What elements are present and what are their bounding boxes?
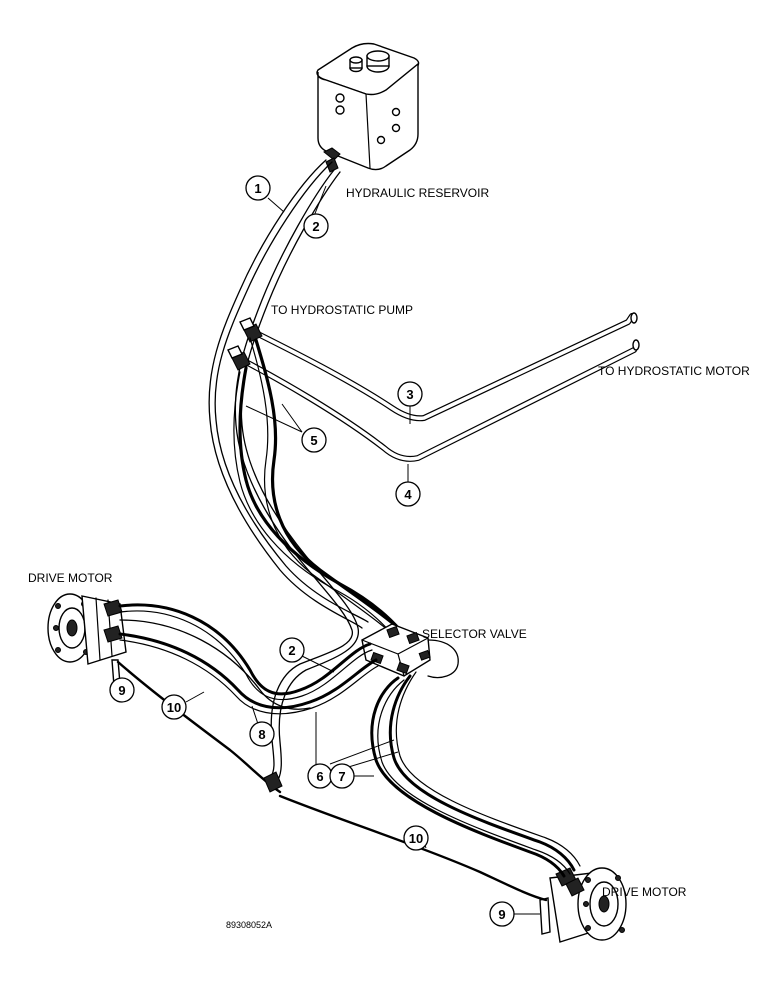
drive-motor-right (539, 867, 627, 943)
callout-1-number: 1 (254, 181, 261, 196)
pump-fittings (227, 317, 263, 371)
label-selector-valve: SELECTOR VALVE (422, 627, 527, 641)
hydraulic-reservoir (316, 42, 420, 173)
label-to-hydrostatic-motor: TO HYDROSTATIC MOTOR (598, 364, 750, 378)
callout-6-number: 6 (316, 769, 323, 784)
callout-10-left: 10 (161, 691, 205, 720)
callout-9-left-number: 9 (118, 683, 125, 698)
callout-8: 8 (249, 705, 275, 747)
callout-9-right: 9 (489, 901, 540, 927)
callout-3: 3 (397, 381, 423, 424)
callout-10-right-number: 10 (409, 831, 423, 846)
label-hydraulic-reservoir: HYDRAULIC RESERVOIR (346, 186, 489, 200)
callout-3-number: 3 (406, 387, 413, 402)
callout-2-mid: 2 (279, 637, 335, 673)
callout-9-left: 9 (109, 677, 135, 703)
callout-7: 7 (329, 763, 374, 789)
hoses-right-motor (370, 671, 581, 878)
label-drive-motor-left: DRIVE MOTOR (28, 571, 113, 585)
callout-10-right: 10 (403, 825, 429, 851)
callout-2-mid-number: 2 (288, 643, 295, 658)
selector-valve (361, 623, 459, 679)
motor-fittings (630, 312, 640, 351)
callout-4-number: 4 (404, 487, 412, 502)
callout-4: 4 (395, 464, 421, 507)
figure-code: 89308052A (226, 920, 272, 930)
callout-6: 6 (307, 712, 399, 789)
callout-2-top-number: 2 (312, 219, 319, 234)
hoses-left-motor (118, 603, 379, 715)
callout-9-right-number: 9 (498, 907, 505, 922)
hose-1 (208, 159, 369, 629)
hose-10 (116, 660, 548, 902)
drive-motor-left (47, 593, 127, 687)
callout-7-number: 7 (338, 769, 345, 784)
callout-1: 1 (245, 175, 285, 213)
callout-10-left-number: 10 (167, 700, 181, 715)
tube-3 (255, 313, 635, 422)
callout-5-number: 5 (310, 433, 317, 448)
label-drive-motor-right: DRIVE MOTOR (602, 885, 687, 899)
callout-2-top: 2 (303, 185, 329, 239)
label-to-hydrostatic-pump: TO HYDROSTATIC PUMP (271, 303, 413, 317)
callout-5: 5 (245, 403, 327, 453)
callout-8-number: 8 (258, 727, 265, 742)
tube-4 (243, 347, 637, 462)
hoses-5 (233, 337, 402, 637)
